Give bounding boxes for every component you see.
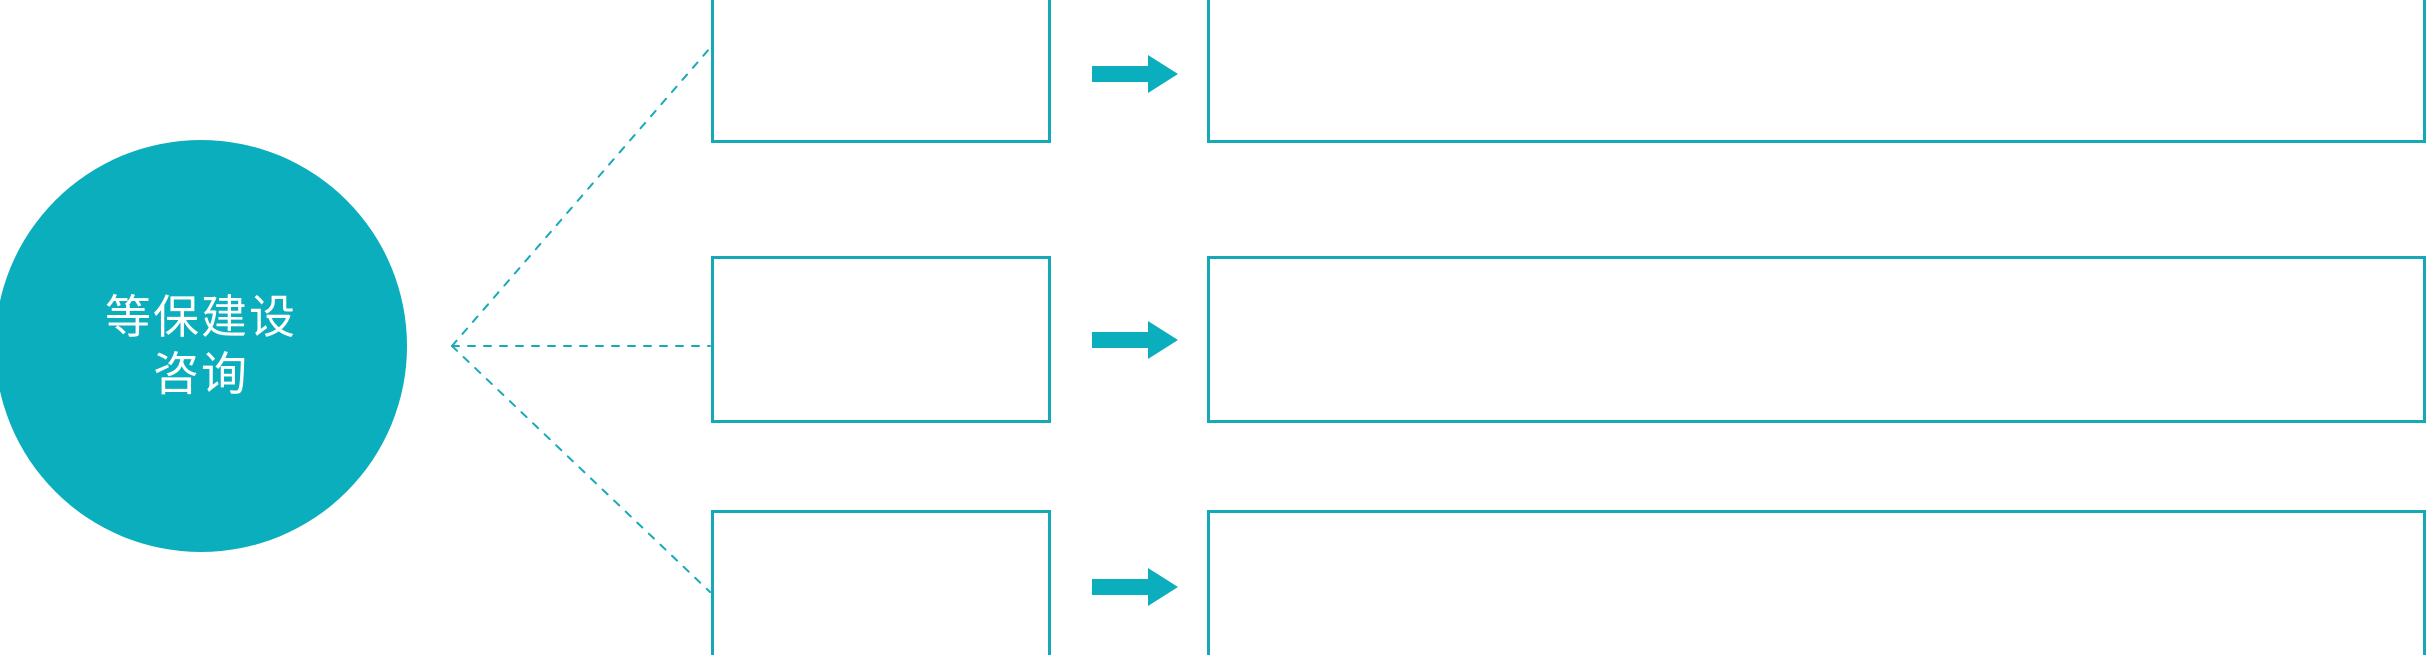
stage-box-2[interactable] <box>711 256 1051 423</box>
stage-box-1-label <box>871 64 891 76</box>
right-arrow-icon-1 <box>1092 55 1178 93</box>
stage-box-2-label <box>871 334 891 346</box>
detail-box-2[interactable] <box>1207 256 2426 423</box>
stage-box-1[interactable] <box>711 0 1051 143</box>
connector-line-3 <box>451 345 711 593</box>
stage-box-3[interactable] <box>711 510 1051 655</box>
connector-line-1 <box>451 47 711 347</box>
detail-box-3[interactable] <box>1207 510 2426 655</box>
hub-circle[interactable]: 等保建设 咨询 <box>0 140 407 552</box>
right-arrow-icon-2 <box>1092 321 1178 359</box>
detail-box-3-label <box>1210 579 1246 595</box>
hub-label: 等保建设 咨询 <box>105 290 297 401</box>
detail-box-2-label <box>1210 332 1246 348</box>
detail-box-1-label <box>1210 62 1246 78</box>
stage-box-3-label <box>871 581 891 593</box>
right-arrow-icon-3 <box>1092 568 1178 606</box>
detail-box-1[interactable] <box>1207 0 2426 143</box>
